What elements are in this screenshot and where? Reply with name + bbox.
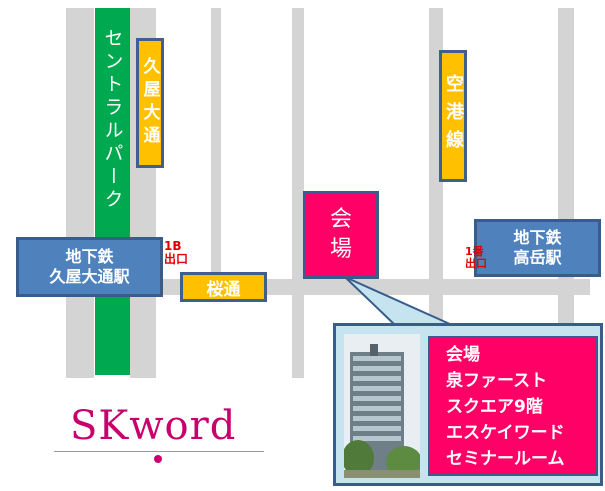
kuko-sen-label: 空港線 — [443, 74, 464, 158]
station-takaoka: 地下鉄 高岳駅 — [474, 219, 601, 277]
exit-1b-marker: 1B 出口 — [164, 240, 188, 266]
station-hisaya-odori: 地下鉄 久屋大通駅 — [16, 237, 163, 297]
exit-1-marker: 1番 出口 — [465, 246, 487, 270]
road-vertical-3 — [211, 8, 221, 278]
venue-line2: 場 — [329, 237, 352, 262]
sakura-dori-label: 桜通 — [206, 279, 241, 300]
station-hisaya-line1: 地下鉄 — [65, 247, 114, 266]
exit-1b-line2: 出口 — [164, 252, 189, 266]
exit-1b-line1: 1B — [164, 239, 182, 253]
kuko-sen-label-box: 空港線 — [439, 50, 467, 182]
venue-info-box: 会場 泉ファースト スクエア9階 エスケイワード セミナールーム — [428, 336, 598, 476]
venue-info-title: 会場 — [446, 345, 480, 365]
hisaya-odori-label-box: 久屋大通 — [136, 38, 164, 168]
exit-1-line1: 1番 — [465, 245, 484, 258]
skword-logo: SKword — [40, 395, 280, 465]
venue-info-line2: スクエア9階 — [446, 397, 543, 417]
venue-line1: 会 — [329, 207, 352, 232]
venue-marker: 会 場 — [303, 191, 379, 279]
exit-1-line2: 出口 — [465, 257, 487, 270]
station-takaoka-line1: 地下鉄 — [513, 228, 562, 247]
station-hisaya-line2: 久屋大通駅 — [49, 267, 130, 286]
station-takaoka-line2: 高岳駅 — [513, 248, 562, 267]
venue-info-line4: セミナールーム — [446, 449, 565, 469]
venue-info-line3: エスケイワード — [446, 423, 565, 443]
logo-text: SKword — [70, 403, 237, 449]
logo-dot — [154, 455, 162, 463]
hisaya-odori-label: 久屋大通 — [139, 57, 160, 149]
road-vertical-1 — [66, 8, 94, 378]
logo-underline — [54, 451, 264, 452]
venue-callout-panel: 会場 泉ファースト スクエア9階 エスケイワード セミナールーム — [333, 323, 603, 486]
central-park-label: セントラルパーク — [101, 28, 124, 212]
central-park-strip: セントラルパーク — [95, 8, 130, 375]
venue-info-line1: 泉ファースト — [446, 371, 548, 391]
sakura-dori-label-box: 桜通 — [180, 272, 267, 302]
building-photo — [344, 334, 420, 478]
